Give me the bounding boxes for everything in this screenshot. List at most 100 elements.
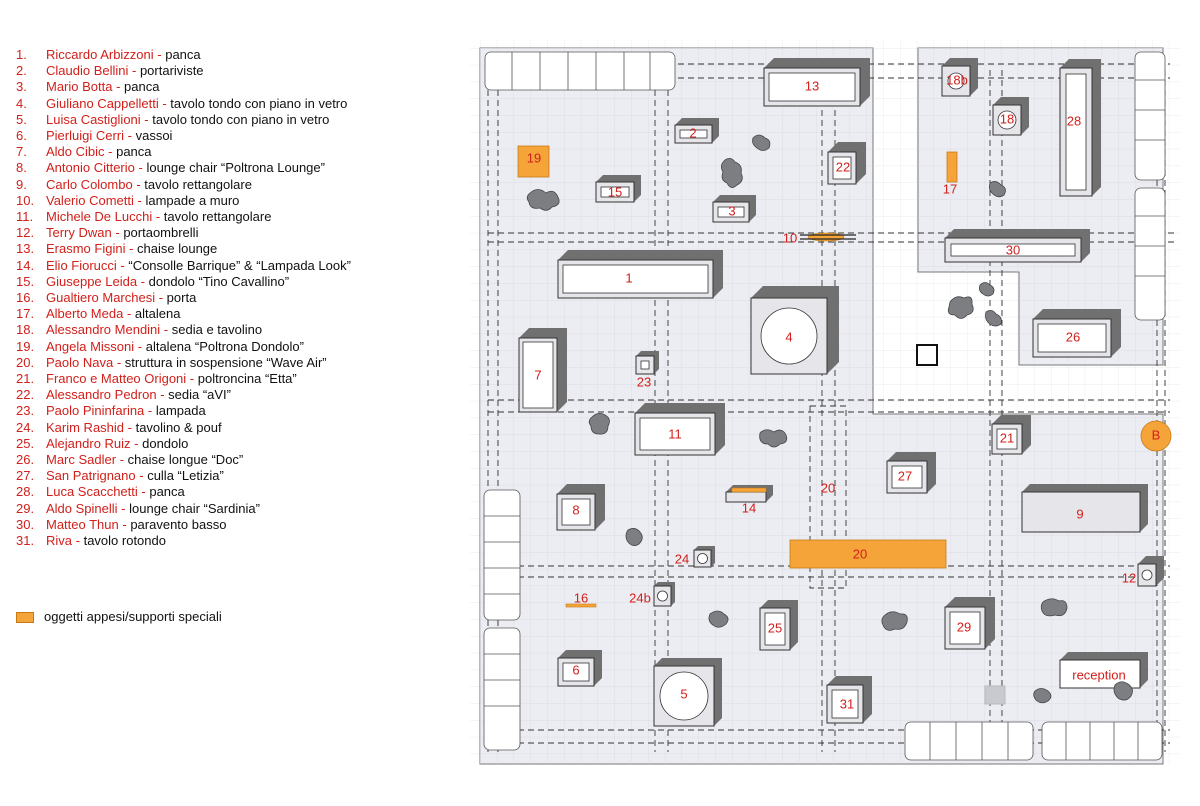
legend-item: 23.Paolo Pininfarina - lampada	[16, 403, 206, 419]
legend-designer: Riccardo Arbizzoni	[46, 47, 154, 62]
legend-number: 21.	[16, 371, 35, 387]
legend-designer: Pierluigi Cerri	[46, 128, 125, 144]
label-20b: 20	[853, 546, 867, 561]
legend-object: altalena	[134, 306, 181, 322]
legend-object: lampada	[155, 403, 206, 419]
legend-object: chaise lounge	[137, 241, 218, 257]
item-27	[886, 452, 936, 494]
item-20-wave-air	[789, 539, 947, 569]
item-18	[992, 97, 1029, 136]
legend-object: panca	[124, 79, 160, 95]
legend-object: tavolo rettangolare	[144, 176, 252, 192]
item-13	[763, 58, 870, 107]
plant-7	[989, 181, 1006, 198]
legend-designer: Mario Botta	[46, 79, 113, 95]
legend-designer: Luca Scacchetti	[46, 484, 138, 500]
legend-number: 17.	[16, 306, 35, 322]
label-24: 24	[675, 551, 689, 566]
special-objects-swatch	[16, 612, 34, 624]
legend-item: 11.Michele De Lucchi - tavolo rettangola…	[16, 209, 272, 225]
label-12: 12	[1122, 570, 1136, 585]
furniture-layer	[518, 58, 1164, 727]
legend-object: portariviste	[139, 63, 204, 79]
item-16-door	[565, 603, 597, 608]
legend-number: 30.	[16, 516, 35, 532]
legend-item: 1.Riccardo Arbizzoni - panca	[16, 47, 201, 62]
item-8	[556, 484, 605, 531]
item-26	[1032, 309, 1121, 358]
legend-object: paravento basso	[130, 516, 227, 532]
label-8: 8	[572, 502, 579, 517]
item-12	[1137, 556, 1164, 587]
plant-12	[881, 611, 908, 631]
item-19-swing	[517, 145, 550, 178]
plant-11	[708, 610, 729, 628]
plant-3	[721, 158, 743, 188]
legend-item: 4.Giuliano Cappelletti - tavolo tondo co…	[16, 95, 348, 111]
item-29	[944, 597, 995, 650]
legend-number: 28.	[16, 484, 35, 500]
label-9: 9	[1076, 506, 1083, 521]
legend-item: 20.Paolo Nava - struttura in sospensione…	[16, 354, 327, 370]
legend-number: 13.	[16, 241, 35, 257]
floor-plan: 1 2 3 4 5 6 7 8 9 10 11 12 13 14 15 16 1…	[470, 40, 1180, 765]
item-3	[712, 195, 756, 223]
legend-designer: Alejandro Ruiz	[46, 435, 131, 451]
label-15: 15	[608, 184, 622, 199]
plant-2	[752, 134, 771, 151]
label-13: 13	[805, 78, 819, 93]
legend-object: panca	[165, 47, 201, 62]
legend-designer: Giuseppe Leida	[46, 273, 138, 289]
legend-item: 27.San Patrignano - culla “Letizia”	[16, 468, 224, 484]
legend-item: 2.Claudio Bellini - portariviste	[16, 63, 204, 79]
item-9	[1021, 484, 1148, 533]
legend-number: 15.	[16, 273, 35, 289]
legend-item: 16.Gualtiero Marchesi - porta	[16, 290, 197, 306]
label-25: 25	[768, 620, 782, 635]
legend-number: 2.	[16, 63, 27, 79]
legend-designer: Alberto Meda	[46, 306, 124, 322]
legend-object: sedia “aVI”	[168, 387, 232, 403]
label-3: 3	[728, 203, 735, 218]
legend-item: 14.Elio Fiorucci - “Consolle Barrique” &…	[16, 257, 351, 273]
legend-item: 30.Matteo Thun - paravento basso	[16, 516, 227, 532]
legend-item: 26.Marc Sadler - chaise longue “Doc”	[16, 452, 244, 468]
legend-designer: Riva	[46, 533, 73, 549]
marker-b	[1140, 420, 1172, 452]
label-2: 2	[689, 125, 696, 140]
legend-object: vassoi	[135, 128, 173, 144]
legend-item: 7.Aldo Cibic - panca	[16, 144, 152, 160]
item-22	[827, 142, 866, 185]
item-23	[635, 351, 659, 375]
legend-item: 25.Alejandro Ruiz - dondolo	[16, 435, 189, 451]
legend-object: altalena “Poltrona Dondolo”	[145, 338, 304, 354]
label-16: 16	[574, 590, 588, 605]
label-27: 27	[898, 468, 912, 483]
plant-6	[985, 310, 1002, 327]
item-4	[750, 286, 839, 375]
label-31: 31	[840, 696, 854, 711]
item-6	[557, 650, 602, 687]
plant-8	[588, 413, 610, 435]
label-7: 7	[534, 367, 541, 382]
label-b: B	[1152, 427, 1161, 442]
grey-stool	[984, 685, 1006, 705]
item-2	[674, 118, 719, 144]
plant-9	[759, 429, 788, 448]
label-22: 22	[836, 159, 850, 174]
legend-key: oggetti appesi/supporti speciali	[16, 609, 222, 624]
item-17-swing	[946, 151, 958, 183]
legend-number: 7.	[16, 144, 27, 160]
special-supports	[517, 145, 1172, 608]
legend-item: 29.Aldo Spinelli - lounge chair “Sardini…	[16, 500, 260, 516]
label-23: 23	[637, 374, 651, 389]
item-30	[944, 229, 1090, 263]
legend-designer: Karim Rashid	[46, 419, 125, 435]
legend-number: 6.	[16, 128, 27, 144]
legend-item: 3.Mario Botta - panca	[16, 79, 160, 95]
legend-item: 6.Pierluigi Cerri - vassoi	[16, 128, 173, 144]
legend-object: tavolo tondo con piano in vetro	[152, 111, 330, 127]
legend-designer: Antonio Citterio	[46, 160, 135, 176]
legend-item: 31.Riva - tavolo rotondo	[16, 533, 166, 549]
label-reception: reception	[1072, 667, 1125, 682]
